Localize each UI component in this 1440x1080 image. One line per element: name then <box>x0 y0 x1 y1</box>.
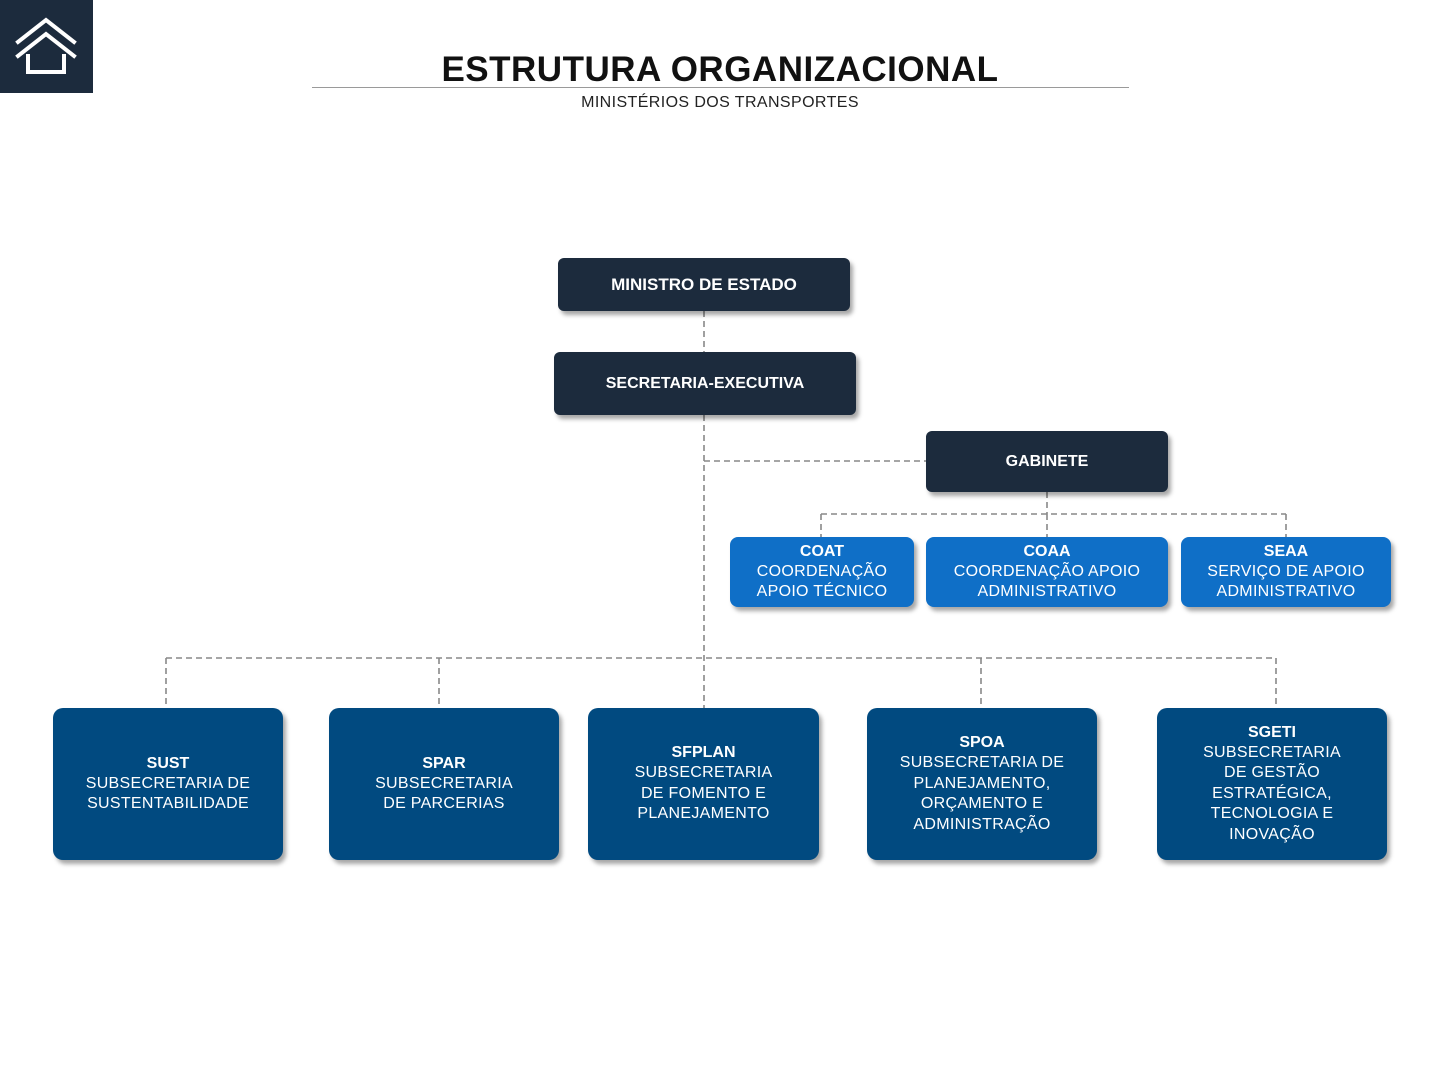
unit-desc-line: SERVIÇO DE APOIO <box>1207 562 1365 580</box>
subsecretariat-sfplan: SFPLAN SUBSECRETARIA DE FOMENTO E PLANEJ… <box>588 708 819 860</box>
subsecretariat-spoa: SPOA SUBSECRETARIA DE PLANEJAMENTO, ORÇA… <box>867 708 1097 860</box>
subsecretariat-desc-line: PLANEJAMENTO <box>637 805 770 823</box>
subsecretariat-desc-line: SUBSECRETARIA <box>1203 743 1341 761</box>
minister-box: MINISTRO DE ESTADO <box>558 258 850 311</box>
subsecretariat-desc-line: ADMINISTRAÇÃO <box>913 815 1051 833</box>
subsecretariat-desc-line: SUSTENTABILIDADE <box>87 795 249 812</box>
subsecretariat-desc-line: SUBSECRETARIA <box>375 774 513 792</box>
cabinet-box: GABINETE <box>926 431 1168 492</box>
subsecretariat-desc-line: SUBSECRETARIA DE <box>899 754 1065 771</box>
unit-desc-line: APOIO TÉCNICO <box>756 583 888 600</box>
page-subtitle: MINISTÉRIOS DOS TRANSPORTES <box>581 94 859 111</box>
house-chevron-icon <box>15 17 77 74</box>
unit-desc-line: COORDENAÇÃO <box>756 562 888 580</box>
unit-abbr: COAA <box>1023 542 1071 560</box>
executive-secretariat-box: SECRETARIA-EXECUTIVA <box>554 352 856 415</box>
subsecretariat-desc-line: SUBSECRETARIA DE <box>85 774 251 792</box>
minister-label: MINISTRO DE ESTADO <box>611 274 797 294</box>
subsecretariat-abbr: SGETI <box>1247 723 1296 741</box>
cabinet-unit-coat: COAT COORDENAÇÃO APOIO TÉCNICO <box>730 537 914 607</box>
subsecretariat-abbr: SPAR <box>422 754 466 772</box>
cabinet-unit-coaa: COAA COORDENAÇÃO APOIO ADMINISTRATIVO <box>926 537 1168 607</box>
page-title: ESTRUTURA ORGANIZACIONAL <box>441 50 999 89</box>
unit-desc-line: COORDENAÇÃO APOIO <box>953 562 1141 580</box>
executive-secretariat-label: SECRETARIA-EXECUTIVA <box>605 374 805 392</box>
subsecretariat-desc-line: INOVAÇÃO <box>1229 825 1315 843</box>
subsecretariat-abbr: SFPLAN <box>671 744 736 762</box>
unit-desc-line: ADMINISTRATIVO <box>1216 583 1356 600</box>
subsecretariat-sgeti: SGETI SUBSECRETARIA DE GESTÃO ESTRATÉGIC… <box>1157 708 1387 860</box>
subsecretariat-desc-line: TECNOLOGIA E <box>1210 805 1334 823</box>
subsecretariat-desc-line: PLANEJAMENTO, <box>913 774 1051 792</box>
logo <box>0 0 93 93</box>
unit-abbr: SEAA <box>1263 542 1309 560</box>
cabinet-unit-seaa: SEAA SERVIÇO DE APOIO ADMINISTRATIVO <box>1181 537 1391 607</box>
cabinet-label: GABINETE <box>1005 452 1089 470</box>
title-divider <box>312 87 1129 88</box>
subsecretariat-desc-line: DE GESTÃO <box>1223 764 1321 782</box>
subsecretariat-desc-line: SUBSECRETARIA <box>634 764 773 782</box>
unit-desc-line: ADMINISTRATIVO <box>977 583 1117 600</box>
subsecretariat-abbr: SUST <box>146 754 190 772</box>
subsecretariat-desc-line: ESTRATÉGICA, <box>1212 784 1332 802</box>
subsecretariat-desc-line: DE PARCERIAS <box>383 795 505 812</box>
subsecretariat-spar: SPAR SUBSECRETARIA DE PARCERIAS <box>329 708 559 860</box>
subsecretariat-abbr: SPOA <box>959 734 1005 751</box>
subsecretariat-sust: SUST SUBSECRETARIA DE SUSTENTABILIDADE <box>53 708 283 860</box>
subsecretariat-desc-line: DE FOMENTO E <box>640 784 767 802</box>
unit-abbr: COAT <box>799 542 845 560</box>
subsecretariat-desc-line: ORÇAMENTO E <box>920 795 1044 812</box>
